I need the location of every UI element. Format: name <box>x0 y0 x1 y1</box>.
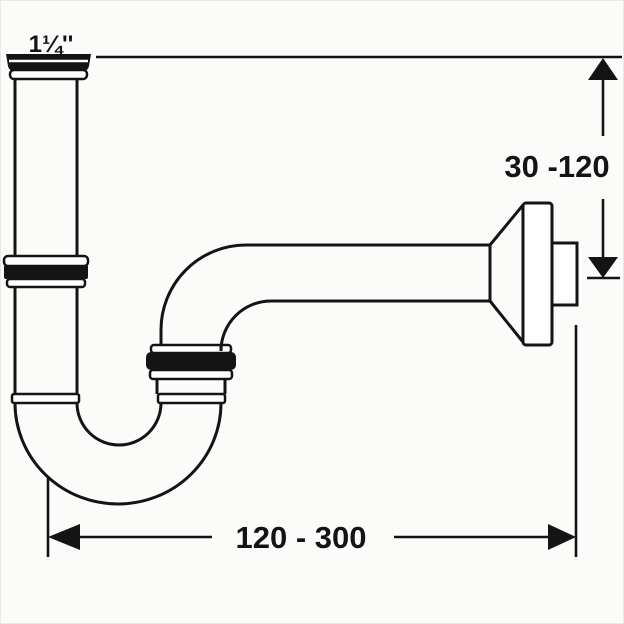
pipe-inner-contour <box>219 299 490 352</box>
u-bend <box>13 402 223 506</box>
riser-white-band <box>148 368 234 381</box>
wall-flange-plate <box>521 201 554 347</box>
slip-nut-tailpipe <box>2 254 90 289</box>
elbow-pipe <box>159 243 492 352</box>
riser-flare-band <box>149 343 233 355</box>
slip-nut-black-band <box>4 265 88 279</box>
slip-nut-bottom-band <box>5 277 87 289</box>
arrow-down-icon <box>588 257 618 278</box>
cone-bottom-edge <box>488 300 525 343</box>
wall-connection <box>488 201 579 347</box>
trap-joint-left <box>10 392 81 405</box>
inlet-nut-body <box>6 54 91 71</box>
riser-hub <box>146 343 236 394</box>
pipe-outer-contour <box>159 243 490 345</box>
slip-nut-top-band <box>2 254 90 268</box>
inlet-size-label: 1¼'' <box>29 31 74 58</box>
cone-top-edge <box>488 204 525 246</box>
slip-nut-riser <box>146 352 236 370</box>
arrow-left-icon <box>48 524 80 550</box>
inlet-nut-rim <box>8 68 89 81</box>
u-bend-outer-arc <box>13 402 223 506</box>
u-bend-inner-arc <box>75 402 163 447</box>
wall-outlet-stub <box>550 241 579 307</box>
tailpipe <box>13 79 79 394</box>
trap-joint-right <box>156 392 227 405</box>
inlet-coupling-nut <box>6 54 91 81</box>
dimension-vertical: 30 -120 <box>504 58 620 280</box>
vertical-dimension-label: 30 -120 <box>504 149 609 184</box>
arrow-up-icon <box>588 58 618 80</box>
dimension-horizontal: 120 - 300 <box>46 325 578 557</box>
arrow-right-icon <box>548 524 576 550</box>
horizontal-dimension-label: 120 - 300 <box>236 520 367 555</box>
